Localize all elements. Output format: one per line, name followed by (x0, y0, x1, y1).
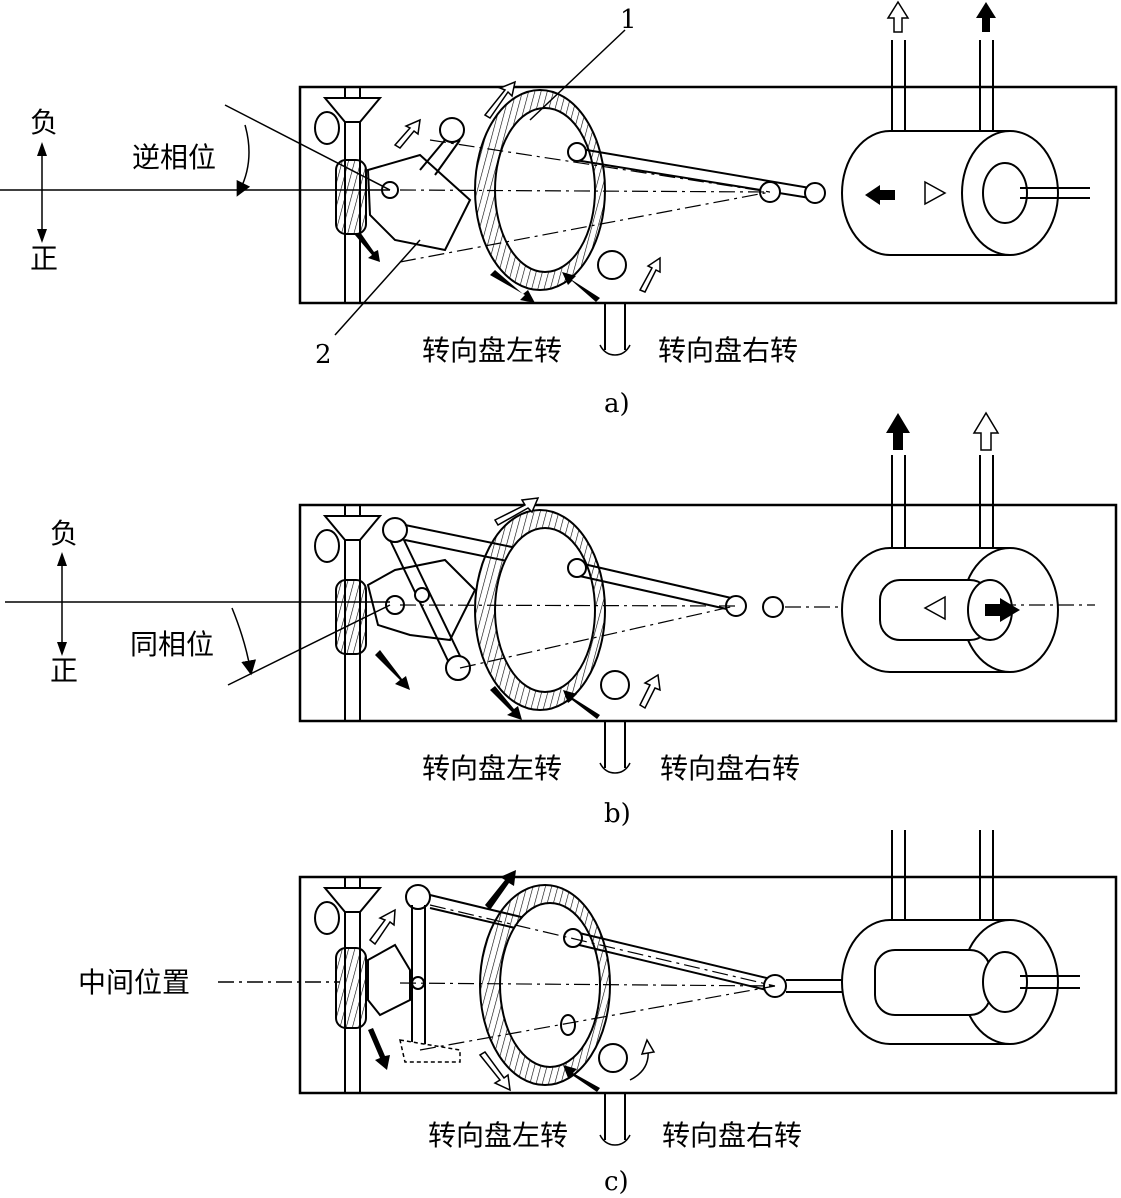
bevel-gear-a (322, 97, 383, 123)
pos-label-b: 正 (50, 654, 78, 687)
pos-label-a: 正 (30, 242, 58, 275)
neg-label-a: 负 (30, 106, 58, 139)
worm-b (335, 579, 367, 655)
worm-a (335, 159, 367, 235)
part-1-label: 1 (620, 5, 637, 35)
phase-label-b: 同相位 (130, 628, 214, 661)
phase-label-a: 逆相位 (132, 141, 216, 174)
caption-b: b) (604, 799, 631, 829)
panel-c: 中间位置 转向盘左转 转向盘右转 c) (78, 830, 1118, 1197)
right-turn-label-c: 转向盘右转 (662, 1119, 802, 1152)
caption-a: a) (604, 389, 630, 419)
bevel-gear-b (322, 515, 383, 541)
neg-label-b: 负 (50, 517, 78, 550)
filled-arrow-up-b (886, 413, 910, 450)
panel-b: 负 正 同相位 转向盘左转 转向盘右转 b) (5, 411, 1118, 829)
filled-arrow-up-a (976, 2, 996, 32)
open-arrow-up-b (972, 411, 1000, 451)
phase-label-c: 中间位置 (78, 966, 190, 999)
right-turn-label-a: 转向盘右转 (658, 334, 798, 367)
open-arrow-up-a (886, 0, 910, 33)
housing-a (298, 85, 1118, 305)
caption-c: c) (604, 1167, 629, 1197)
right-turn-label-b: 转向盘右转 (660, 752, 800, 785)
panel-a: 负 正 逆相位 1 2 转向盘左转 转向盘右转 a) (0, 0, 1118, 419)
housing-c (298, 875, 1118, 1095)
part-2-label: 2 (315, 340, 332, 370)
housing-b (298, 503, 1118, 723)
left-turn-label-a: 转向盘左转 (422, 334, 562, 367)
bevel-gear-c (322, 887, 383, 913)
left-turn-label-b: 转向盘左转 (422, 752, 562, 785)
left-turn-label-c: 转向盘左转 (428, 1119, 568, 1152)
worm-c (335, 947, 367, 1029)
